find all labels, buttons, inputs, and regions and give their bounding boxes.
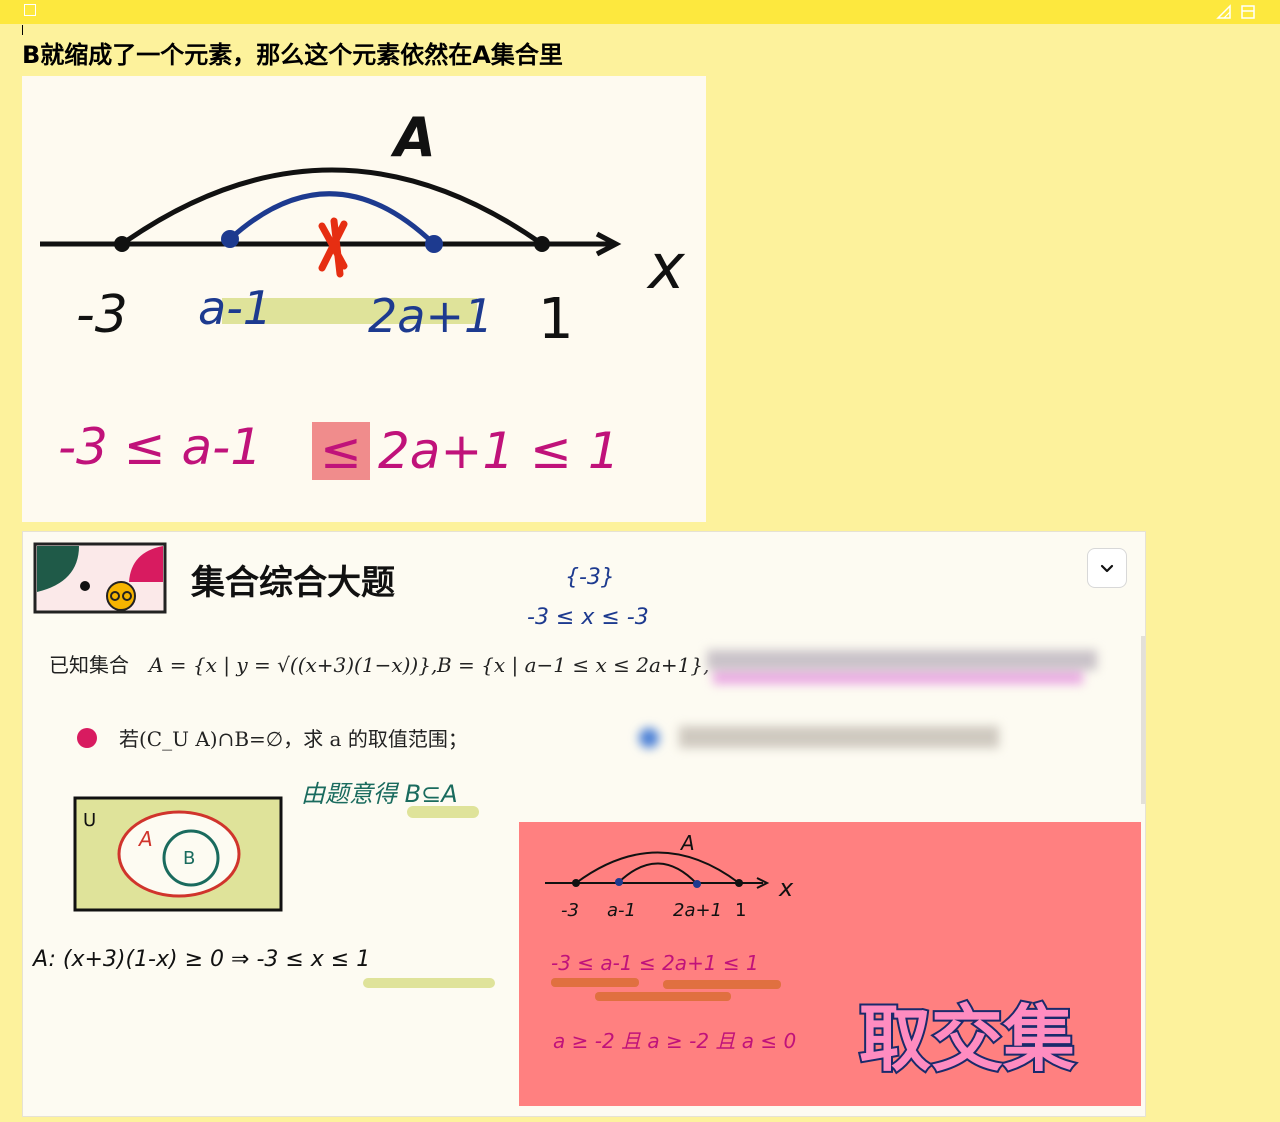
set-a-label: A	[390, 106, 436, 169]
panel-underline-1	[551, 978, 639, 987]
panel-tick-1: 1	[735, 900, 746, 921]
panel-set-label: A	[679, 831, 695, 855]
panel-axis-arrow-icon	[756, 877, 770, 889]
venn-universe-label: U	[83, 810, 96, 831]
red-panel	[519, 822, 1141, 1106]
point-minus3	[114, 236, 130, 252]
panel-outer-arc	[575, 851, 740, 884]
derivation-a: A: (x+3)(1-x) ≥ 0 ⇒ -3 ≤ x ≤ 1	[31, 947, 370, 972]
note-title-bar	[0, 0, 1280, 24]
set-b-arc	[228, 191, 436, 246]
point-2a-plus-1	[425, 235, 443, 253]
scrollbar-track	[1141, 636, 1145, 804]
given-prefix: 已知集合	[49, 653, 129, 677]
venn-b-label: B	[183, 848, 195, 869]
given-set-a: A = {x | y = √((x+3)(1−x))},	[147, 653, 437, 678]
chevron-down-icon	[1100, 564, 1114, 573]
panel-inequality: -3 ≤ a-1 ≤ 2a+1 ≤ 1	[551, 951, 759, 975]
question-bullet-icon	[77, 728, 97, 748]
axis-x-label: x	[646, 230, 686, 303]
expand-dropdown-button[interactable]	[1087, 548, 1127, 588]
axis-arrow-icon	[595, 231, 622, 257]
inequality-right: 2a+1 ≤ 1	[378, 422, 620, 480]
panel-tick-2a-plus-1: 2a+1	[673, 900, 722, 921]
derivation-underline	[363, 978, 495, 988]
tick-label-minus3: -3	[76, 285, 128, 345]
text-cursor	[22, 25, 23, 35]
panel-conditions: a ≥ -2 且 a ≥ -2 且 a ≤ 0	[553, 1029, 796, 1053]
lesson-title: 集合综合大题	[190, 563, 395, 603]
close-box-icon[interactable]	[24, 4, 36, 16]
panel-inner-arc	[618, 862, 698, 885]
point-1	[534, 236, 550, 252]
point-a-minus-1	[221, 230, 239, 248]
collapse-window-icon[interactable]	[1240, 4, 1256, 20]
handwritten-hint: 由题意得 B⊆A	[301, 780, 458, 808]
label-highlight-band	[222, 298, 477, 324]
panel-underline-3	[595, 992, 731, 1001]
resize-corner-icon[interactable]	[1216, 4, 1232, 20]
inequality-highlighted: ≤	[320, 422, 362, 480]
given-set-b: B = {x | a−1 ≤ x ≤ 2a+1},	[436, 653, 709, 678]
set-a-arc	[120, 167, 544, 247]
cross-mark-icon	[318, 217, 348, 278]
note-range: -3 ≤ x ≤ -3	[527, 605, 649, 630]
question-text: 若(C_U A)∩B=∅，求 a 的取值范围；	[119, 727, 468, 751]
highlight-box	[312, 422, 370, 480]
panel-tick-minus3: -3	[561, 900, 579, 921]
blurred-content	[639, 650, 1097, 748]
panel-axis-label: x	[778, 874, 794, 902]
lesson-screenshot: 集合综合大题 {-3} -3 ≤ x ≤ -3 已知集合 A = {x | y …	[22, 531, 1146, 1117]
number-line-figure: A x -3 a-1 2a+1 1 -3 ≤ a-1 ≤ 2a+1 ≤ 1	[22, 76, 706, 522]
tick-label-a-minus-1: a-1	[198, 281, 272, 335]
stamp-text: 取交集	[859, 997, 1075, 1081]
hint-underline	[407, 806, 479, 818]
panel-tick-a-minus-1: a-1	[607, 900, 636, 921]
panel-underline-2	[663, 980, 781, 989]
note-text[interactable]: B就缩成了一个元素，那么这个元素依然在A集合里	[22, 41, 563, 69]
lesson-logo-icon	[33, 542, 167, 614]
venn-a-label: A	[137, 827, 153, 851]
venn-diagram	[73, 796, 283, 912]
tick-label-1: 1	[538, 287, 574, 352]
inequality-left: -3 ≤ a-1	[58, 418, 262, 476]
tick-label-2a-plus-1: 2a+1	[368, 289, 493, 343]
note-singleton: {-3}	[565, 565, 615, 590]
